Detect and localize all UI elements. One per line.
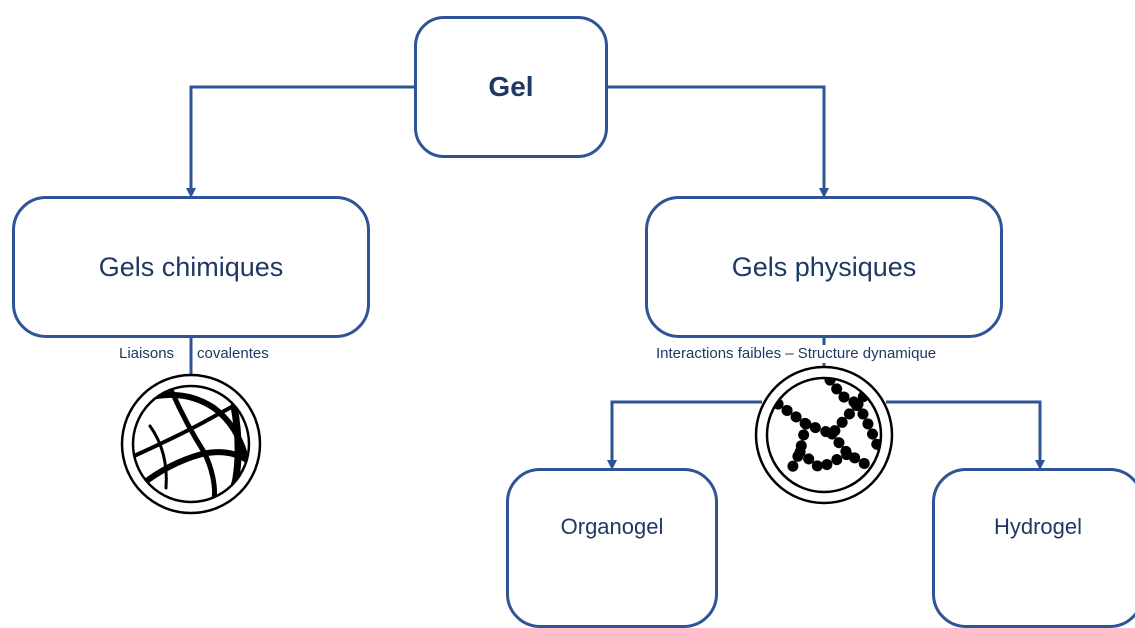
node-chemical-gels-label: Gels chimiques — [98, 251, 284, 282]
edge-gel-to-physical — [606, 85, 829, 198]
edge-label-liaisons: Liaisons — [119, 345, 175, 362]
node-hydrogel-label: Hydrogel — [993, 514, 1083, 539]
edge-label-physical: Interactions faibles – Structure dynamiq… — [656, 345, 937, 363]
edge-network-to-organogel — [607, 400, 762, 470]
node-physical-gels: Gels physiques — [645, 196, 1003, 338]
node-organogel-label: Organogel — [560, 514, 664, 539]
edge-gel-to-chemical — [186, 85, 416, 198]
node-chemical-gels: Gels chimiques — [12, 196, 370, 338]
physical-network-illustration — [754, 365, 894, 505]
node-hydrogel: Hydrogel — [932, 468, 1135, 628]
covalent-network-illustration — [120, 373, 262, 515]
node-physical-gels-label: Gels physiques — [731, 251, 917, 282]
node-gel-label: Gel — [488, 71, 534, 102]
node-organogel: Organogel — [506, 468, 718, 628]
edge-network-to-hydrogel — [886, 400, 1045, 470]
edge-label-covalentes: covalentes — [197, 345, 269, 362]
node-gel: Gel — [414, 16, 608, 158]
diagram-canvas: Gel Gels chimiques Gels physiques Organo… — [12, 16, 1135, 628]
connectors-layer — [120, 85, 1045, 515]
